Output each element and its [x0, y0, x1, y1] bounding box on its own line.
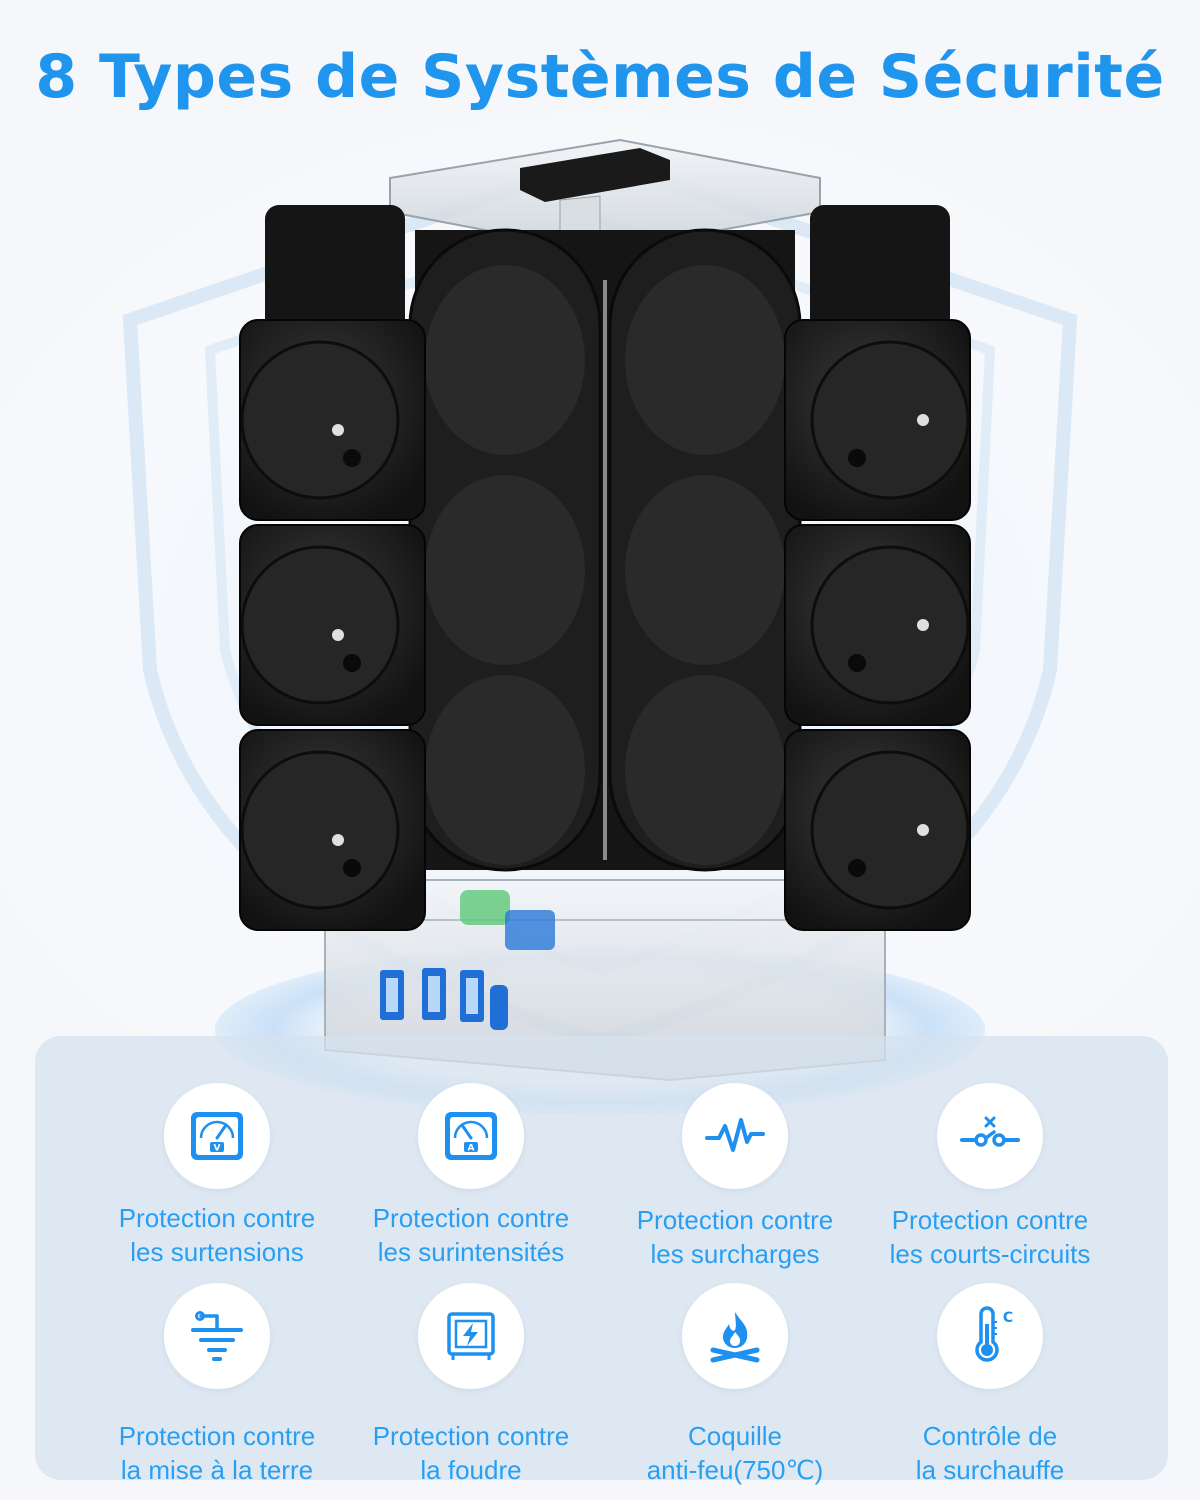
- thermometer-icon: C: [975, 1306, 1013, 1362]
- svg-text:C: C: [1003, 1310, 1013, 1326]
- feature-label-line1: Protection contre: [118, 1421, 316, 1451]
- feature-icon-circle: [682, 1083, 788, 1189]
- svg-text:V: V: [214, 1144, 221, 1154]
- feature-icon-circle: [682, 1283, 788, 1389]
- power-strip-tower-image: [239, 138, 971, 1082]
- feature-label-line2: la foudre: [420, 1455, 522, 1485]
- feature-label-line2: la surchauffe: [915, 1455, 1065, 1485]
- feature-label-line1: Protection contre: [372, 1421, 570, 1451]
- feature-label-line2: les surcharges: [650, 1239, 820, 1269]
- voltmeter-icon: V: [191, 1112, 243, 1160]
- page-title: 8 Types de Systèmes de Sécurité: [35, 42, 1165, 112]
- svg-text:A: A: [468, 1144, 475, 1154]
- feature-icon-circle: A: [418, 1083, 524, 1189]
- pulse-wave-icon: [705, 1118, 765, 1152]
- feature-label-line2: les courts-circuits: [889, 1239, 1091, 1269]
- feature-label-line1: Protection contre: [891, 1205, 1089, 1235]
- feature-icon-circle: [937, 1083, 1043, 1189]
- feature-label-line2: anti-feu(750℃): [646, 1455, 824, 1485]
- campfire-icon: [710, 1312, 760, 1363]
- feature-label-line2: les surintensités: [377, 1237, 565, 1267]
- feature-label-line1: Coquille: [688, 1421, 782, 1451]
- feature-icon-circle: [164, 1283, 270, 1389]
- lightning-box-icon: [447, 1312, 495, 1360]
- ammeter-icon: A: [445, 1112, 497, 1160]
- feature-icon-circle: V: [164, 1083, 270, 1189]
- feature-label-line2: les surtensions: [130, 1237, 304, 1267]
- feature-label-line1: Protection contre: [372, 1203, 570, 1233]
- feature-label-line2: la mise à la terre: [120, 1455, 314, 1485]
- feature-icon-circle: C: [937, 1283, 1043, 1389]
- feature-label-line1: Protection contre: [118, 1203, 316, 1233]
- feature-label-line1: Contrôle de: [922, 1421, 1058, 1451]
- feature-icon-circle: [418, 1283, 524, 1389]
- short-circuit-icon: [960, 1116, 1020, 1147]
- feature-label-line1: Protection contre: [636, 1205, 834, 1235]
- ground-icon: [191, 1311, 243, 1361]
